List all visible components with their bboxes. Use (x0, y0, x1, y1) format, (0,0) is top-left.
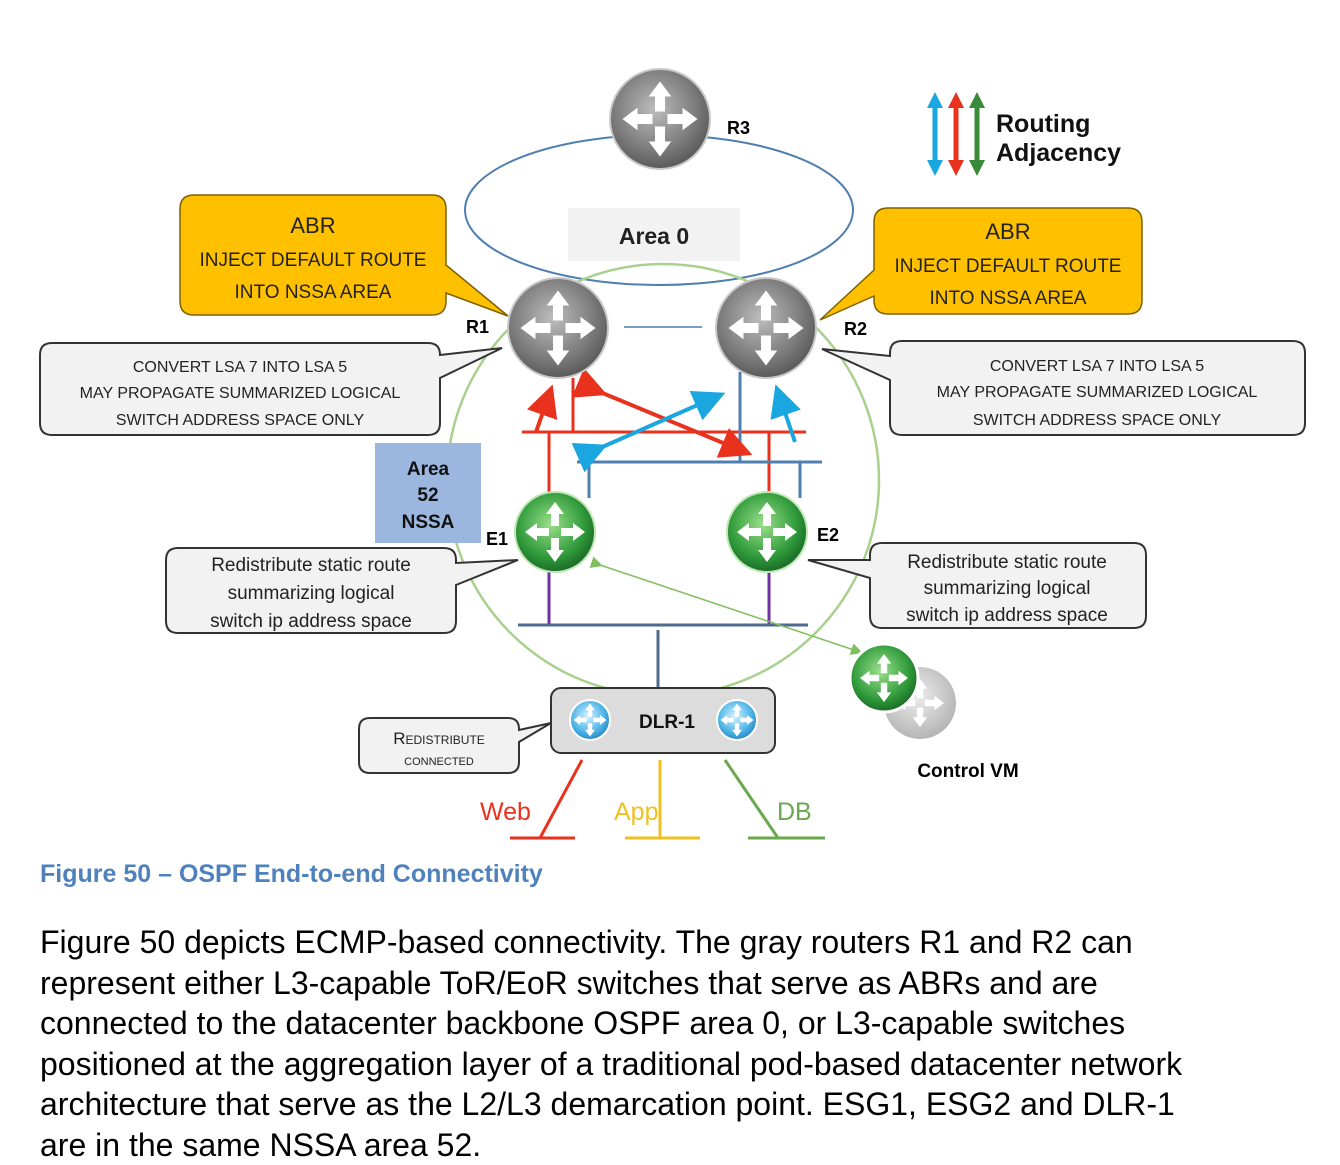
area52-label-box (375, 443, 481, 543)
convert-left-callout (39, 342, 503, 436)
e2-label: E2 (817, 525, 839, 545)
redist-connected-line1: Redistribute (393, 729, 485, 748)
segment-web-label: Web (480, 798, 531, 826)
abr-right-line2: INTO NSSA AREA (930, 288, 1087, 309)
r2-label: R2 (844, 319, 867, 339)
redist-left-line3: switch ip address space (210, 611, 412, 632)
abr-left-line1: INJECT DEFAULT ROUTE (200, 250, 427, 271)
area52-line3: NSSA (402, 512, 455, 533)
legend-line1: Routing (996, 110, 1090, 138)
redist-left-line2: summarizing logical (228, 583, 395, 604)
redist-left-line1: Redistribute static route (211, 555, 411, 576)
redist-connected-line2: connected (404, 752, 474, 769)
redist-right-line1: Redistribute static route (907, 552, 1107, 573)
convert-left-line2: MAY PROPAGATE SUMMARIZED LOGICAL (80, 385, 401, 402)
router-r3-icon (609, 68, 711, 170)
control-vm-link (589, 556, 863, 655)
control-vm-icon (848, 642, 920, 714)
legend-line2: Adjacency (996, 139, 1121, 167)
router-e2-icon (726, 491, 808, 573)
convert-right-callout (821, 340, 1306, 436)
area52-line1: Area (407, 459, 450, 480)
abr-right-callout (819, 207, 1143, 321)
segment-db-label: DB (777, 798, 812, 826)
segment-lines (510, 759, 825, 840)
area0-label-box (568, 208, 740, 261)
redist-right-line2: summarizing logical (924, 578, 1091, 599)
convert-right-line3: SWITCH ADDRESS SPACE ONLY (973, 412, 1222, 429)
dlr-label: DLR-1 (639, 712, 695, 733)
router-e1-icon (514, 491, 596, 573)
abr-left-title: ABR (290, 213, 335, 238)
segment-app-label: App (614, 798, 658, 826)
area0-label: Area 0 (619, 223, 689, 249)
abr-right-title: ABR (985, 219, 1030, 244)
convert-right-line2: MAY PROPAGATE SUMMARIZED LOGICAL (937, 384, 1258, 401)
abr-left-line2: INTO NSSA AREA (235, 282, 392, 303)
area52-line2: 52 (417, 485, 438, 506)
router-r2-icon (715, 277, 817, 379)
e1-label: E1 (486, 529, 508, 549)
r1-label: R1 (466, 317, 489, 337)
redist-left-callout (165, 547, 519, 634)
dlr-box (550, 687, 776, 754)
legend-arrows (927, 92, 985, 176)
convert-left-line3: SWITCH ADDRESS SPACE ONLY (116, 412, 365, 429)
figure-caption: Figure 50 – OSPF End-to-end Connectivity (40, 860, 543, 888)
r3-label: R3 (727, 118, 750, 138)
dlr-router-right-icon (716, 699, 758, 741)
convert-left-line1: CONVERT LSA 7 INTO LSA 5 (133, 359, 347, 376)
ospf-diagram: Area 0 (39, 68, 1306, 840)
abr-left-callout (179, 194, 509, 317)
redist-right-line3: switch ip address space (906, 605, 1108, 626)
convert-right-line1: CONVERT LSA 7 INTO LSA 5 (990, 358, 1204, 375)
control-vm-label: Control VM (917, 761, 1018, 782)
redist-right-callout (807, 542, 1147, 629)
router-r1-icon (507, 277, 609, 379)
dlr-router-left-icon (569, 699, 611, 741)
adjacency-arrows (526, 368, 801, 473)
abr-right-line1: INJECT DEFAULT ROUTE (895, 256, 1122, 277)
redist-connected-callout (358, 717, 552, 774)
body-paragraph: Figure 50 depicts ECMP-based connectivit… (40, 924, 1183, 1163)
